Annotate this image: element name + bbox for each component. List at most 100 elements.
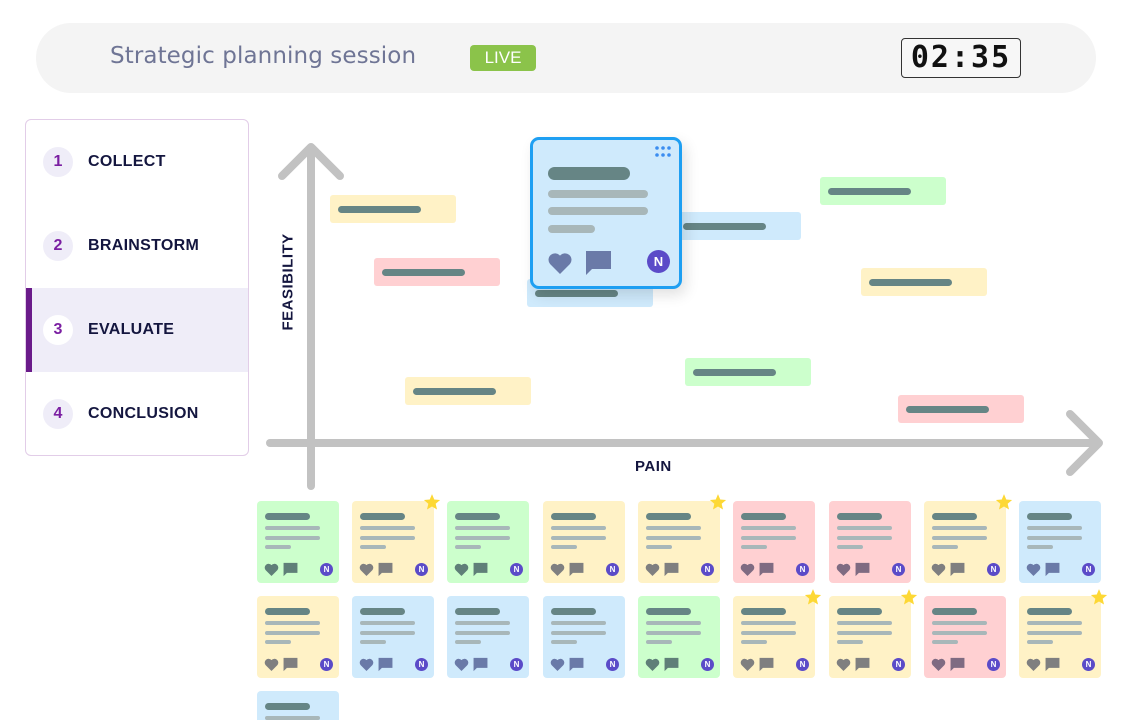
comment-icon[interactable]: [759, 562, 774, 577]
matrix-note-green[interactable]: [685, 358, 811, 386]
heart-icon[interactable]: [550, 658, 565, 671]
comment-icon[interactable]: [950, 657, 965, 672]
idea-card[interactable]: N: [447, 596, 529, 678]
idea-card[interactable]: N: [352, 596, 434, 678]
heart-icon[interactable]: [931, 658, 946, 671]
comment-icon[interactable]: [855, 562, 870, 577]
matrix-note-blue[interactable]: [675, 212, 801, 240]
heart-icon[interactable]: [645, 658, 660, 671]
step-number: 4: [43, 399, 73, 429]
idea-card[interactable]: N: [543, 596, 625, 678]
heart-icon[interactable]: [550, 563, 565, 576]
comment-icon[interactable]: [569, 562, 584, 577]
comment-icon[interactable]: [585, 250, 612, 276]
comment-icon[interactable]: [1045, 562, 1060, 577]
card-text-line: [360, 536, 415, 540]
heart-icon[interactable]: [931, 563, 946, 576]
heart-icon[interactable]: [836, 563, 851, 576]
card-text-line: [646, 621, 701, 625]
matrix-note-red[interactable]: [374, 258, 500, 286]
idea-card[interactable]: N: [352, 494, 441, 583]
heart-icon[interactable]: [740, 658, 755, 671]
card-text-line: [455, 631, 510, 635]
card-text-line: [548, 207, 648, 215]
session-title: Strategic planning session: [110, 43, 417, 69]
author-avatar: N: [510, 563, 523, 576]
session-header: Strategic planning session LIVE 02:35: [36, 23, 1096, 93]
matrix-note-yellow[interactable]: [861, 268, 987, 296]
idea-card[interactable]: N: [257, 501, 339, 583]
card-text-line: [741, 545, 767, 549]
idea-card[interactable]: N: [1019, 501, 1101, 583]
comment-icon[interactable]: [664, 657, 679, 672]
author-avatar: N: [701, 563, 714, 576]
card-text-line: [741, 621, 796, 625]
card-title-placeholder: [932, 513, 977, 520]
comment-icon[interactable]: [378, 657, 393, 672]
comment-icon[interactable]: [950, 562, 965, 577]
heart-icon[interactable]: [645, 563, 660, 576]
comment-icon[interactable]: [664, 562, 679, 577]
author-avatar: N: [320, 658, 333, 671]
note-text-placeholder: [413, 388, 496, 395]
matrix-note-red[interactable]: [898, 395, 1024, 423]
comment-icon[interactable]: [759, 657, 774, 672]
step-conclusion[interactable]: 4 CONCLUSION: [26, 372, 248, 455]
step-label: CONCLUSION: [88, 405, 199, 422]
heart-icon[interactable]: [454, 658, 469, 671]
idea-card[interactable]: N: [733, 501, 815, 583]
card-text-line: [646, 536, 701, 540]
step-number: 3: [43, 315, 73, 345]
heart-icon[interactable]: [740, 563, 755, 576]
comment-icon[interactable]: [473, 657, 488, 672]
step-brainstorm[interactable]: 2 BRAINSTORM: [26, 204, 248, 288]
comment-icon[interactable]: [569, 657, 584, 672]
idea-card[interactable]: N: [829, 589, 918, 678]
card-title-placeholder: [360, 608, 405, 615]
note-text-placeholder: [338, 206, 421, 213]
idea-card[interactable]: N: [543, 501, 625, 583]
heart-icon[interactable]: [547, 252, 573, 274]
idea-card[interactable]: N: [447, 501, 529, 583]
idea-card[interactable]: N: [829, 501, 911, 583]
card-text-line: [360, 631, 415, 635]
step-evaluate[interactable]: 3 EVALUATE: [26, 288, 248, 372]
author-avatar: N: [987, 563, 1000, 576]
card-text-line: [932, 526, 987, 530]
heart-icon[interactable]: [836, 658, 851, 671]
comment-icon[interactable]: [283, 657, 298, 672]
card-title-placeholder: [265, 608, 310, 615]
focused-idea-card[interactable]: N: [530, 137, 682, 289]
card-text-line: [1027, 640, 1053, 644]
idea-card[interactable]: N: [924, 494, 1013, 583]
matrix-note-green[interactable]: [820, 177, 946, 205]
heart-icon[interactable]: [359, 658, 374, 671]
idea-card[interactable]: N: [1019, 589, 1108, 678]
author-avatar: N: [647, 250, 670, 273]
idea-card[interactable]: N: [733, 589, 822, 678]
comment-icon[interactable]: [1045, 657, 1060, 672]
heart-icon[interactable]: [454, 563, 469, 576]
heart-icon[interactable]: [264, 658, 279, 671]
drag-handle-icon[interactable]: [655, 146, 671, 158]
idea-card[interactable]: N: [257, 596, 339, 678]
comment-icon[interactable]: [283, 562, 298, 577]
heart-icon[interactable]: [264, 563, 279, 576]
card-text-line: [932, 545, 958, 549]
heart-icon[interactable]: [359, 563, 374, 576]
comment-icon[interactable]: [473, 562, 488, 577]
matrix-note-yellow[interactable]: [405, 377, 531, 405]
idea-card[interactable]: N: [638, 596, 720, 678]
heart-icon[interactable]: [1026, 658, 1041, 671]
idea-card[interactable]: N: [924, 596, 1006, 678]
card-title-placeholder: [1027, 513, 1072, 520]
heart-icon[interactable]: [1026, 563, 1041, 576]
step-collect[interactable]: 1 COLLECT: [26, 120, 248, 204]
comment-icon[interactable]: [855, 657, 870, 672]
idea-card[interactable]: N: [257, 691, 339, 720]
comment-icon[interactable]: [378, 562, 393, 577]
idea-card[interactable]: N: [638, 494, 727, 583]
matrix-note-yellow[interactable]: [330, 195, 456, 223]
